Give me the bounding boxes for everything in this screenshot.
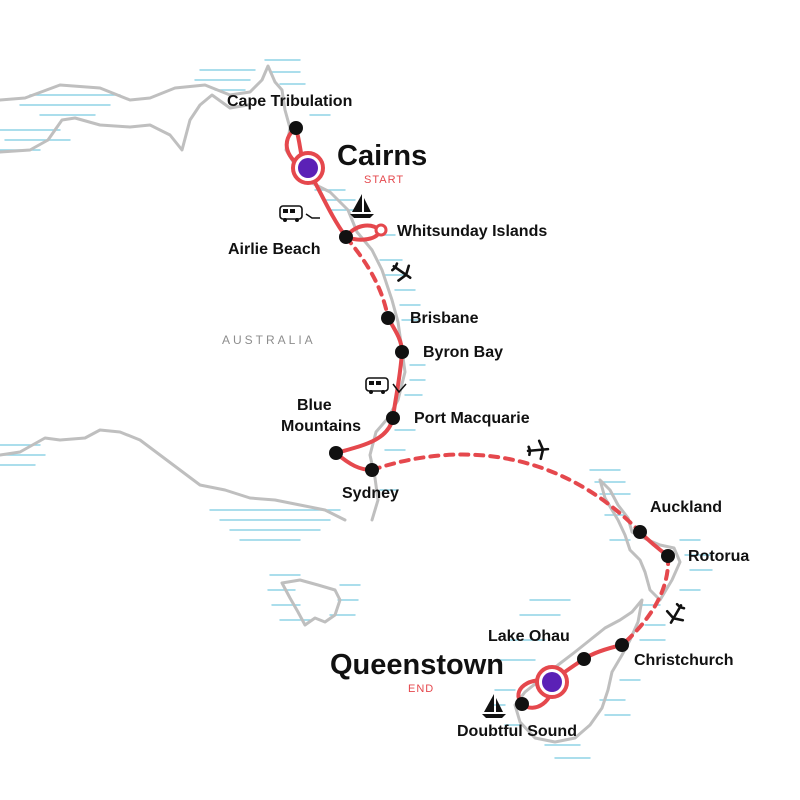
- label-cape-tribulation[interactable]: Cape Tribulation: [227, 93, 352, 110]
- marker-doubtful-sound[interactable]: [515, 697, 529, 711]
- coast-nz-south: [513, 598, 644, 744]
- label-lake-ohau[interactable]: Lake Ohau: [488, 628, 570, 645]
- boat-icon: [482, 694, 506, 718]
- route-connector-line: [392, 383, 407, 394]
- country-label: AUSTRALIA: [222, 333, 316, 347]
- label-auckland[interactable]: Auckland: [650, 499, 722, 516]
- marker-whitsunday-islands[interactable]: [374, 223, 388, 237]
- route-connector-line: [305, 213, 320, 219]
- end-tag: END: [408, 683, 434, 695]
- bus-icon: [365, 377, 389, 394]
- transport-icons: [279, 194, 686, 718]
- plane-icon: [526, 439, 550, 461]
- label-christchurch[interactable]: Christchurch: [634, 652, 734, 669]
- markers: [289, 121, 675, 711]
- boat-icon: [350, 194, 374, 218]
- route-brisbane-sydney: [334, 316, 404, 472]
- label-doubtful-sound[interactable]: Doubtful Sound: [457, 723, 577, 740]
- marker-port-macquarie[interactable]: [386, 411, 400, 425]
- coast-australia-gulf: [0, 93, 250, 154]
- marker-brisbane[interactable]: [381, 311, 395, 325]
- coast-tasmania: [280, 578, 342, 627]
- marker-cape-tribulation[interactable]: [289, 121, 303, 135]
- route-sydney-auckland-flight: [370, 452, 642, 534]
- label-cairns[interactable]: Cairns: [337, 140, 427, 172]
- route-airlie-flight: [344, 235, 390, 320]
- marker-sydney[interactable]: [365, 463, 379, 477]
- start-tag: START: [364, 174, 404, 186]
- marker-lake-ohau[interactable]: [577, 652, 591, 666]
- marker-blue-mountains[interactable]: [329, 446, 343, 460]
- marker-rotorua[interactable]: [661, 549, 675, 563]
- label-sydney[interactable]: Sydney: [342, 485, 399, 502]
- label-byron-bay[interactable]: Byron Bay: [423, 344, 503, 361]
- label-rotorua[interactable]: Rotorua: [688, 548, 749, 565]
- label-airlie-beach[interactable]: Airlie Beach: [228, 241, 320, 258]
- marker-cairns[interactable]: [298, 158, 318, 178]
- plane-icon: [391, 262, 412, 282]
- marker-christchurch[interactable]: [615, 638, 629, 652]
- labels: AUSTRALIA Cape Tribulation Cairns START …: [222, 93, 749, 740]
- marker-auckland[interactable]: [633, 525, 647, 539]
- marker-airlie-beach[interactable]: [339, 230, 353, 244]
- label-port-macquarie[interactable]: Port Macquarie: [414, 410, 530, 427]
- route-rotorua-christchurch-flight: [620, 554, 671, 647]
- marker-byron-bay[interactable]: [395, 345, 409, 359]
- label-brisbane[interactable]: Brisbane: [410, 310, 479, 327]
- plane-icon: [665, 602, 686, 624]
- label-whitsunday-islands[interactable]: Whitsunday Islands: [397, 223, 547, 240]
- label-blue-mountains-line2[interactable]: Mountains: [281, 418, 361, 435]
- marker-queenstown[interactable]: [542, 672, 562, 692]
- label-blue-mountains-line1[interactable]: Blue: [297, 397, 332, 414]
- coast-australia-south: [0, 428, 347, 522]
- label-queenstown[interactable]: Queenstown: [330, 649, 504, 681]
- bus-icon: [279, 205, 303, 222]
